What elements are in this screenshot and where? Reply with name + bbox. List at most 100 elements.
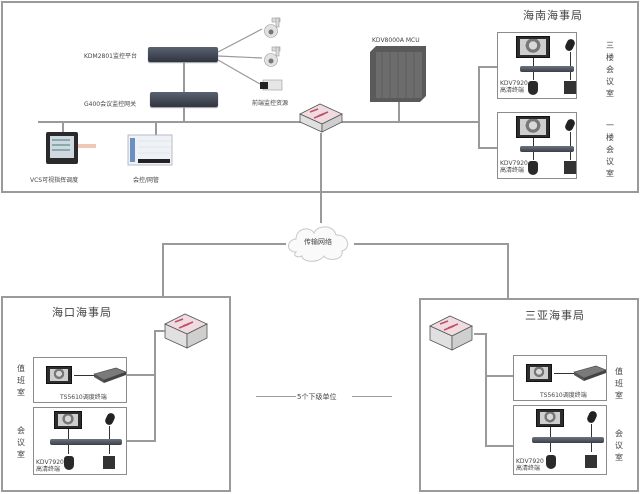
terminal-camera-icon — [64, 456, 74, 470]
link — [570, 72, 571, 80]
mcu-label: KDV8000A MCU — [372, 37, 420, 44]
terminal-label: KDV7920 高清终端 — [500, 160, 528, 174]
link — [68, 445, 69, 454]
sanya-duty-room: TS5610调度终端 — [513, 355, 607, 401]
sanya-meeting-label: 会议室 — [615, 429, 623, 462]
subunits-line-right — [352, 396, 392, 397]
hq-room-1f: KDV7920 高清终端 — [497, 112, 577, 179]
link — [74, 375, 98, 376]
monitor-platform-label: KDM2801监控平台 — [84, 53, 138, 60]
display-icon — [54, 411, 82, 429]
hq-network-link — [320, 133, 322, 223]
box-camera-icon — [260, 79, 283, 91]
hq-title: 海南海事局 — [523, 9, 583, 22]
haikou-duty-label: 值班室 — [17, 364, 25, 397]
link — [533, 72, 534, 80]
vcs-label: VCS可视指挥调度 — [30, 177, 79, 184]
link — [591, 443, 592, 452]
monitor-platform-device[interactable] — [148, 47, 218, 62]
display-icon — [516, 116, 550, 138]
codec-bar — [50, 439, 122, 445]
vcs-bus-link — [62, 121, 64, 133]
network-sanya-h — [354, 243, 508, 245]
conference-control-label: 会控/网管 — [133, 177, 160, 184]
sanya-meeting-link — [485, 445, 513, 447]
speaker-icon — [585, 455, 597, 468]
haikou-title: 海口海事局 — [52, 306, 112, 319]
dispatch-terminal-icon — [573, 365, 607, 381]
haikou-switch-stub — [154, 330, 166, 332]
sanya-switch-connector — [485, 333, 487, 446]
dispatch-terminal-icon — [93, 367, 127, 383]
haikou-switch-connector — [154, 330, 156, 442]
sanya-duty-link — [485, 375, 513, 377]
hq-room-3f-label: 三楼会议室 — [606, 41, 614, 98]
front-monitor-label: 前端监控资源 — [252, 100, 289, 107]
hq-rooms-connector — [478, 66, 480, 148]
display-icon — [516, 36, 550, 58]
sanya-title: 三亚海事局 — [525, 309, 585, 322]
link — [533, 138, 534, 146]
gateway-device[interactable] — [150, 92, 218, 107]
link — [68, 429, 69, 439]
network-label: 传输网络 — [304, 238, 332, 246]
network-sanya-v — [507, 243, 509, 299]
conference-control-icon[interactable] — [127, 134, 174, 167]
codec-bar — [532, 437, 604, 443]
camera-mic-icon — [563, 37, 577, 53]
haikou-switch-icon[interactable] — [163, 312, 209, 352]
hq-room-1f-label: 一楼会议室 — [606, 121, 614, 178]
cc-bus-link — [155, 121, 157, 135]
mcu-bus-link — [398, 102, 400, 121]
camera-mic-icon — [563, 117, 577, 133]
mcu-device-icon[interactable] — [370, 46, 426, 102]
link — [591, 424, 592, 437]
link — [570, 152, 571, 160]
haikou-duty-link — [127, 374, 155, 376]
vcs-tablet-icon[interactable] — [44, 130, 100, 168]
link — [109, 445, 110, 454]
link — [533, 58, 534, 66]
hq-bus-line — [38, 121, 478, 123]
sanya-switch-icon[interactable] — [428, 314, 474, 354]
link — [554, 373, 578, 374]
network-haikou-h — [162, 243, 286, 245]
link — [533, 152, 534, 160]
platform-gateway-link — [183, 62, 185, 92]
dome-camera-icon — [264, 46, 281, 67]
hq-switch-icon[interactable] — [298, 102, 344, 134]
haikou-meeting-room: KDV7920 高清终端 — [33, 407, 127, 475]
speaker-icon — [564, 81, 576, 94]
hq-room2-link — [478, 147, 497, 149]
camera-mic-icon — [103, 411, 117, 427]
sanya-duty-label: 值班室 — [615, 367, 623, 400]
terminal-label: KDV7920 高清终端 — [516, 458, 544, 472]
network-cloud-icon — [288, 226, 349, 262]
display-icon — [526, 364, 552, 382]
terminal-camera-icon — [546, 455, 556, 469]
subunits-line-left — [256, 396, 296, 397]
network-haikou-v — [162, 243, 164, 297]
gateway-label: G400会议监控网关 — [84, 101, 137, 108]
sanya-switch-stub — [474, 333, 486, 335]
link — [570, 132, 571, 146]
gateway-bus-link — [183, 107, 185, 121]
hq-room1-link — [478, 66, 497, 68]
camera-mic-icon — [585, 409, 599, 425]
display-icon — [46, 366, 72, 384]
link — [570, 52, 571, 66]
terminal-label: TS5610调度终端 — [540, 392, 587, 399]
speaker-icon — [103, 456, 115, 469]
terminal-label: KDV7920 高清终端 — [36, 459, 64, 473]
link — [550, 427, 551, 437]
dome-camera-icon — [264, 17, 281, 38]
subunits-label: 5个下级单位 — [297, 393, 337, 401]
haikou-meeting-label: 会议室 — [17, 426, 25, 459]
link — [550, 443, 551, 452]
terminal-camera-icon — [528, 81, 538, 95]
terminal-label: TS5610调度终端 — [60, 394, 107, 401]
terminal-label: KDV7920 高清终端 — [500, 80, 528, 94]
link — [109, 426, 110, 439]
haikou-meeting-link — [127, 440, 155, 442]
